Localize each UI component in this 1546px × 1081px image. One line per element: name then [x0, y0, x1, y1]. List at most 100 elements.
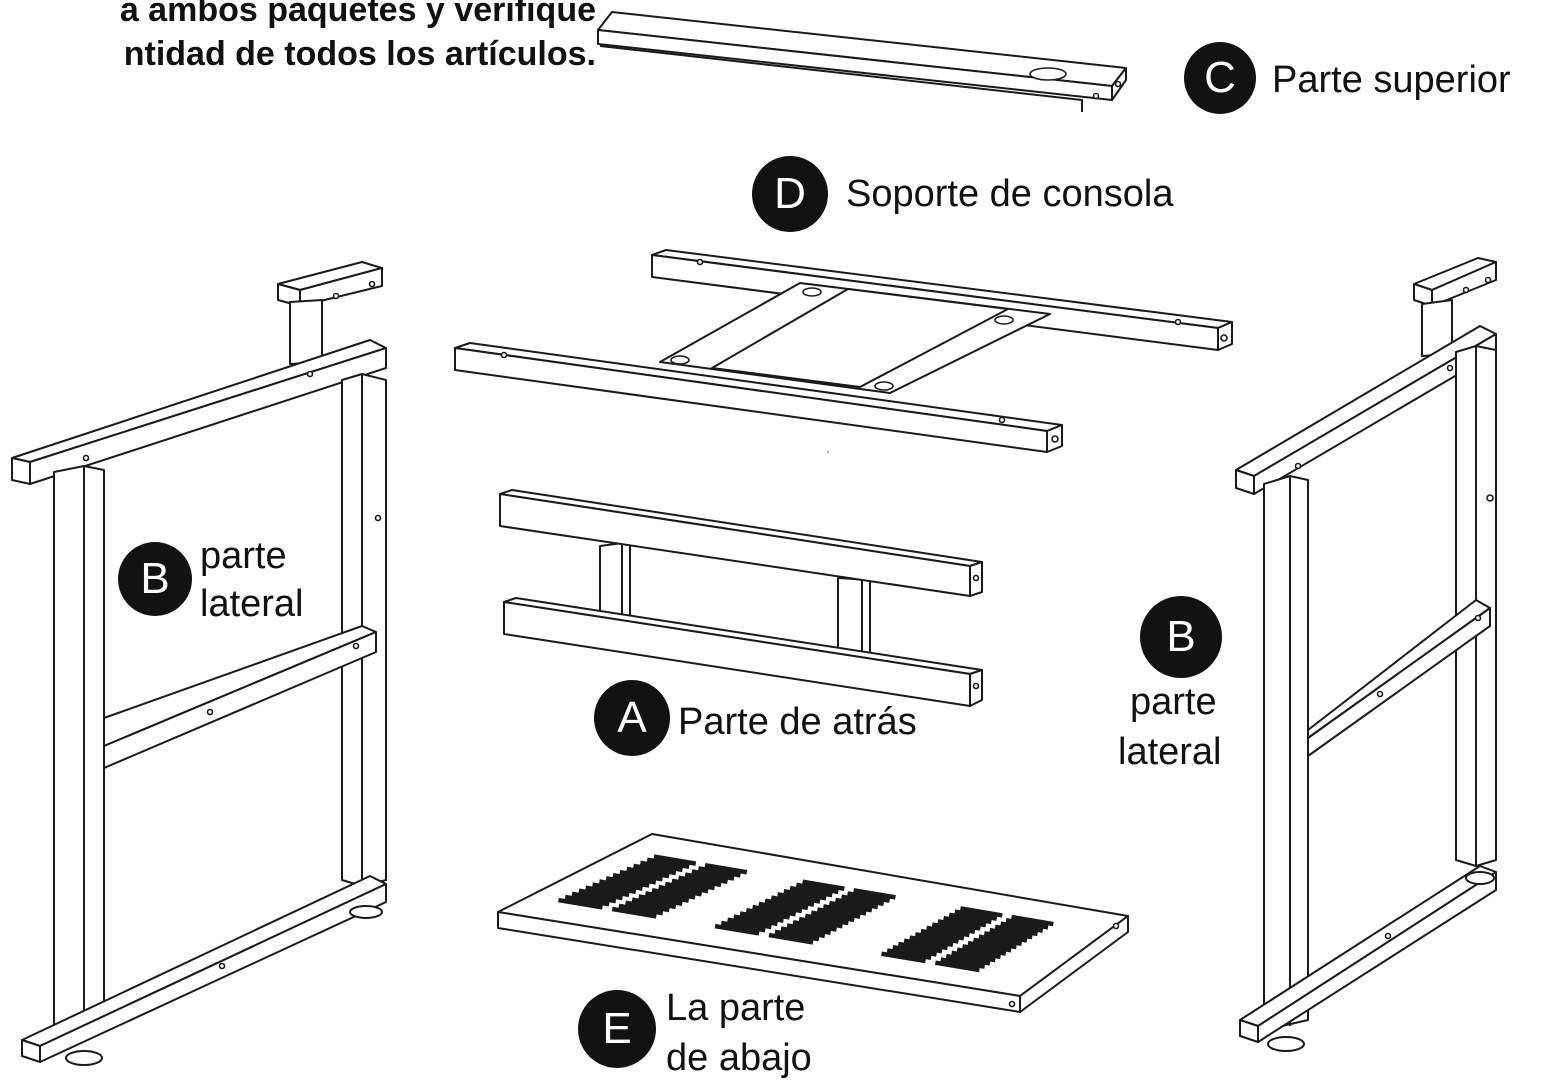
vent-slot [960, 906, 1003, 918]
vent-slot [633, 863, 677, 876]
label-parte-superior: Parte superior [1272, 59, 1511, 101]
vent-slot [739, 911, 784, 923]
vent-slot [638, 894, 683, 906]
vent-slot [795, 882, 839, 895]
vent-slot [671, 878, 715, 891]
vent-slot [810, 910, 855, 923]
vent-slot [592, 882, 637, 894]
vent-slot [937, 919, 981, 931]
vent-slot [611, 906, 657, 919]
vent-slot [853, 888, 896, 900]
vent-slot [847, 891, 890, 903]
badge-b-right: B [1140, 596, 1222, 678]
vent-slot [926, 925, 970, 938]
vent-slot [967, 940, 1012, 953]
vent-slot [786, 923, 832, 935]
vent-slot [783, 888, 827, 901]
vent-slot [678, 875, 722, 888]
vent-slot [914, 932, 959, 944]
vent-slot [770, 895, 815, 907]
vent-slot [758, 901, 803, 914]
vent-slot [658, 884, 702, 897]
vent-slot [727, 917, 772, 930]
vent-slot [571, 891, 617, 904]
vent-slot [646, 857, 690, 869]
vent-slot [886, 948, 932, 961]
vent-slot [951, 950, 996, 963]
part-b-left-side [11, 261, 387, 1066]
label-soporte-de-consola: Soporte de consola [846, 173, 1174, 215]
vent-slot [599, 879, 643, 891]
instructions-line-2: ntidad de todos los artículos. [123, 35, 596, 73]
vent-slot [920, 928, 965, 941]
vent-slot [564, 894, 610, 907]
vent-slot [605, 876, 650, 888]
vent-slot [752, 904, 797, 917]
vent-slot [612, 873, 657, 885]
instructions-text: a ambos paquetes y verifique ntidad de t… [0, 0, 596, 76]
vent-slot [653, 854, 697, 866]
vent-slot [1005, 918, 1049, 930]
vent-slot [651, 888, 696, 900]
vent-slot [903, 938, 948, 951]
vent-slot [954, 909, 998, 921]
badge-a: A [594, 680, 670, 756]
vent-slot [892, 945, 937, 957]
vent-slot [631, 897, 677, 910]
label-b-right-line1: parte [1130, 681, 1217, 723]
vent-slot [792, 920, 837, 932]
vent-slot [619, 869, 663, 882]
label-b-right-line2: lateral [1118, 731, 1222, 773]
vent-slot [1000, 921, 1044, 933]
vent-slot [989, 927, 1033, 940]
vent-slot [881, 951, 926, 964]
badge-d: D [752, 156, 828, 232]
vent-slot [994, 924, 1038, 937]
vent-slot [835, 897, 879, 910]
vent-slot [720, 920, 766, 933]
instructions-line-1: a ambos paquetes y verifique [119, 0, 596, 29]
vent-slot [578, 888, 623, 901]
badge-b-left: B [118, 542, 192, 616]
vent-slot [973, 937, 1017, 950]
vent-slot [558, 897, 603, 910]
vent-slot [789, 885, 833, 898]
vent-slot [1011, 914, 1054, 927]
vent-slot [745, 908, 790, 920]
vent-slot [802, 879, 845, 891]
vent-slots [558, 854, 1054, 973]
vent-slot [626, 866, 670, 879]
vent-slot [714, 923, 760, 936]
vent-slot [764, 898, 809, 911]
vent-slot [956, 947, 1001, 960]
vent-slot [585, 885, 630, 898]
vent-slot [639, 860, 683, 873]
vent-slot [691, 869, 735, 881]
vent-slot [934, 960, 980, 973]
vent-slot [823, 904, 867, 916]
label-e-line1: La parte [666, 987, 806, 1029]
vent-slot [768, 932, 814, 945]
vent-slot [704, 862, 748, 875]
vent-slot [625, 900, 670, 913]
vent-slot [816, 907, 861, 919]
part-e-bottom-shelf [497, 833, 1129, 1013]
vent-slot [645, 891, 690, 903]
vent-slot [940, 957, 986, 969]
vent-slot [684, 872, 728, 884]
vent-slot [664, 881, 709, 894]
vent-slot [777, 892, 821, 904]
vent-slot [829, 900, 873, 913]
vent-slot [909, 935, 954, 947]
vent-slot [943, 915, 987, 928]
vent-slot [698, 866, 741, 878]
part-b-right-side [1235, 257, 1497, 1052]
vent-slot [804, 913, 849, 926]
badge-c: C [1184, 42, 1256, 114]
part-a-back [499, 489, 983, 707]
vent-slot [983, 931, 1028, 943]
vent-slot [774, 929, 820, 942]
vent-slot [780, 926, 826, 939]
vent-slot [931, 922, 976, 934]
